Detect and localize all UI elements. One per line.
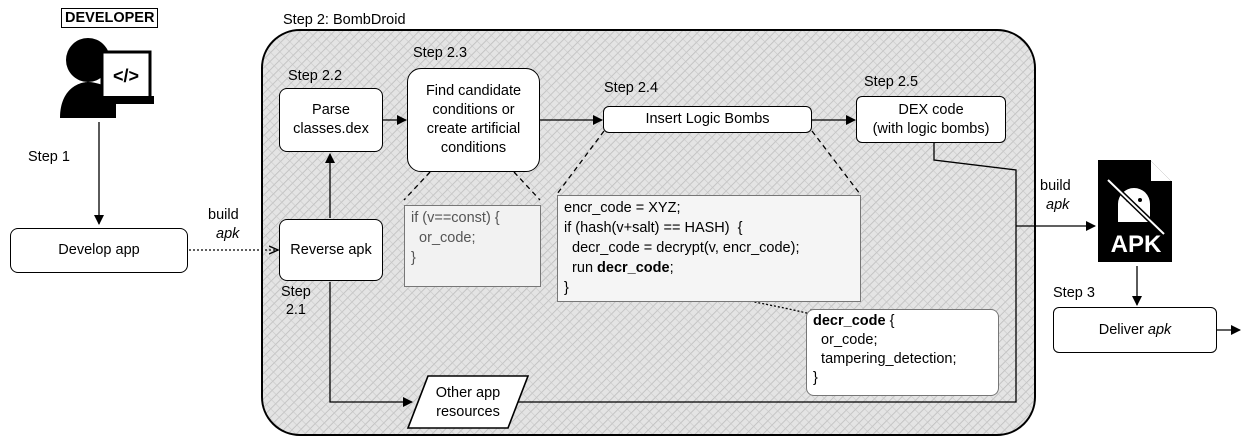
code-line: tampering_detection;: [813, 351, 957, 367]
other-resources-label: Other app resources: [435, 385, 501, 420]
step2-label: Step 2: BombDroid: [283, 12, 406, 28]
step1-label: Step 1: [28, 149, 70, 165]
deliver-text: Deliver: [1098, 321, 1148, 338]
apk-file-icon: [1098, 160, 1172, 262]
code-line: or_code;: [813, 332, 878, 348]
developer-label: DEVELOPER: [61, 8, 159, 28]
callout-insert-left: [556, 130, 605, 195]
insert-bombs-box: Insert Logic Bombs: [603, 106, 812, 133]
code-line: decr_code = decrypt(v, encr_code);: [564, 240, 800, 256]
condition-code-box: if (v==const) { or_code; }: [404, 205, 541, 287]
logic-bomb-code-box: encr_code = XYZ; if (hash(v+salt) == HAS…: [557, 195, 861, 302]
step2-2-label: Step 2.2: [288, 68, 343, 84]
apk-label-right: apk: [1046, 197, 1070, 213]
apk-file-text: APK: [1110, 231, 1162, 258]
find-conditions-box: Find candidate conditions or create arti…: [407, 68, 540, 172]
step2-5-label: Step 2.5: [864, 74, 919, 90]
deliver-apk-text: apk: [1147, 321, 1172, 338]
code-line: encr_code = XYZ;: [564, 200, 681, 216]
decr-code-name: decr_code: [813, 313, 886, 329]
step2-3-label: Step 2.3: [413, 45, 468, 61]
code-line: if (hash(v+salt) == HASH) {: [564, 220, 743, 236]
run-text: run: [564, 260, 598, 276]
callout-find-right: [513, 171, 541, 201]
developer-coding-icon: </>: [60, 38, 154, 118]
step2-1-label: Step 2.1: [281, 284, 311, 318]
reverse-apk-box: Reverse apk: [279, 219, 383, 281]
code-line: if (v==const) {: [411, 210, 500, 226]
build-label-left: build: [208, 207, 239, 223]
code-line: decr_code {: [813, 312, 992, 331]
other-resources-shape: [406, 375, 530, 429]
apk-label-left: apk: [216, 226, 240, 242]
semicolon: ;: [669, 260, 674, 276]
decrypted-code-box: decr_code { or_code; tampering_detection…: [806, 309, 999, 396]
code-line: run decr_code;: [564, 258, 854, 278]
develop-app-box: Develop app: [10, 228, 188, 273]
callout-find-left: [403, 171, 431, 201]
dex-code-box: DEX code (with logic bombs): [856, 96, 1006, 143]
code-line: }: [411, 250, 416, 266]
step2-4-label: Step 2.4: [604, 80, 659, 96]
code-line: }: [813, 370, 818, 386]
deliver-apk-box: Deliver apk: [1053, 307, 1217, 353]
step3-label: Step 3: [1053, 285, 1095, 301]
parse-dex-box: Parse classes.dex: [279, 88, 383, 152]
svg-text:</>: </>: [113, 66, 139, 86]
code-line: }: [564, 280, 569, 296]
arrow-reverse-to-resources: [329, 282, 413, 407]
callout-insert-right: [811, 130, 861, 195]
build-label-right: build: [1040, 178, 1071, 194]
code-line: or_code;: [411, 230, 476, 246]
brace: {: [885, 313, 895, 329]
decr-code-call: decr_code: [597, 260, 670, 276]
line-dex-to-output: [933, 142, 1017, 226]
line-resources-to-output: [510, 226, 1017, 403]
